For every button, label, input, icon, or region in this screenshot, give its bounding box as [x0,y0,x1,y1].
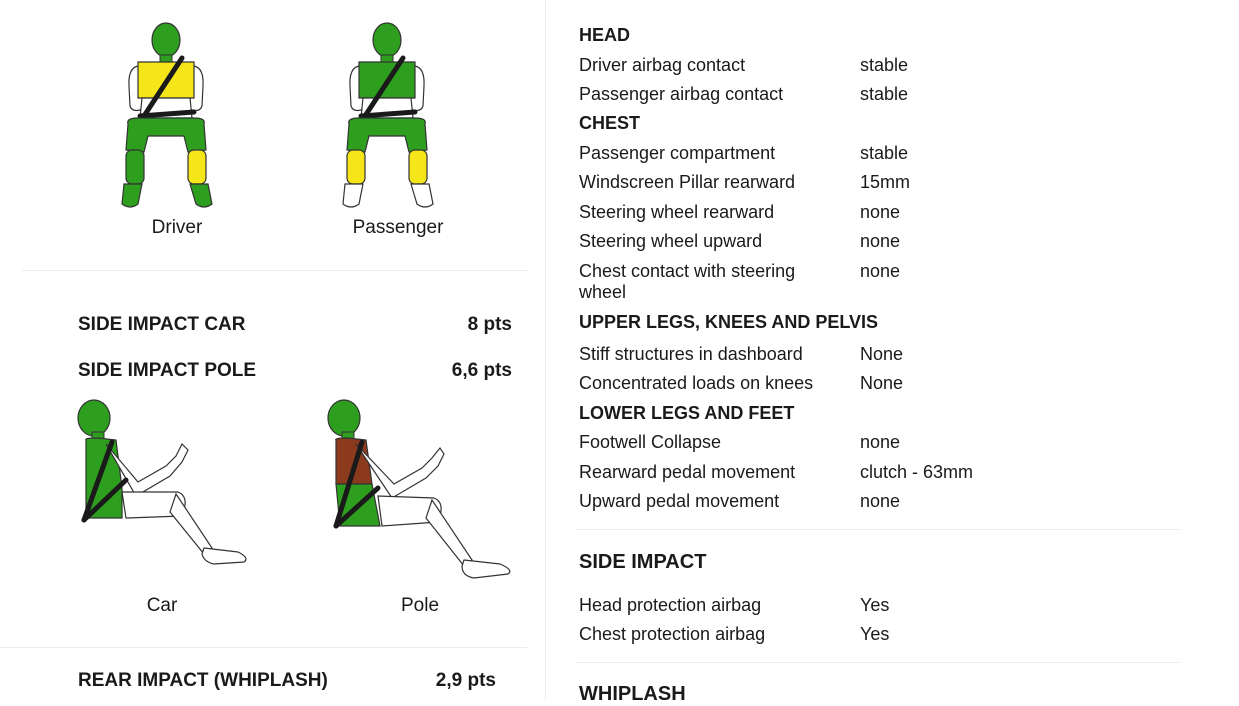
passenger-head [372,22,402,58]
row-label: Rearward pedal movement [579,462,796,482]
pole-caption: Pole [400,595,440,616]
pole-side-dummy-figure [327,399,511,579]
row-value: 15mm [860,172,911,192]
side-impact-car-label: SIDE IMPACT CAR [78,314,246,335]
car-dummy-head [77,399,111,437]
passenger-caption: Passenger [352,217,444,238]
row-value: none [860,202,901,222]
side-impact-pole-points: 6,6 pts [451,360,512,381]
head-section-title: HEAD [579,25,631,45]
rear-impact-row: REAR IMPACT (WHIPLASH) 2,9 pts [78,670,496,692]
row-label: Passenger airbag contact [579,84,784,104]
row-label: Concentrated loads on knees [579,373,814,393]
left-column: Driver Passenger SIDE IMPACT CAR 8 pts S… [0,0,545,700]
row-value: none [860,491,901,511]
left-separator-2 [0,647,527,648]
driver-left-lower-leg [125,149,145,185]
row-label: Windscreen Pillar rearward [579,172,796,192]
column-divider [545,0,546,700]
driver-right-lower-leg [187,149,207,185]
pole-dummy-head [327,399,361,437]
right-separator-2 [576,662,1180,663]
row-value: none [860,231,901,251]
driver-pelvis [125,117,207,153]
row-value: clutch - 63mm [860,462,974,482]
row-label: Passenger compartment [579,143,776,163]
whiplash-section-title: WHIPLASH [579,683,686,705]
row-value: none [860,432,901,452]
row-label: Footwell Collapse [579,432,722,452]
row-label: Steering wheel rearward [579,202,775,222]
row-label: Steering wheel upward [579,231,763,251]
car-side-dummy-figure [77,399,247,565]
passenger-dummy-figure [342,22,434,208]
car-dummy-torso [85,437,123,519]
passenger-pelvis [346,117,428,153]
row-value: none [860,261,901,281]
left-separator-1 [22,270,527,271]
lower-legs-section-title: LOWER LEGS AND FEET [579,403,795,423]
row-label: Chest protection airbag [579,624,766,644]
side-impact-car-row: SIDE IMPACT CAR 8 pts [78,314,512,336]
row-value: stable [860,84,909,104]
row-value: Yes [860,624,890,644]
driver-dummy-figure [121,22,213,208]
row-value: None [860,344,904,364]
side-impact-pole-label: SIDE IMPACT POLE [78,360,257,381]
row-label: Chest contact with steering wheel [579,261,796,302]
rear-impact-label: REAR IMPACT (WHIPLASH) [78,670,328,691]
passenger-right-lower-leg [408,149,428,185]
side-impact-car-points: 8 pts [467,314,512,335]
driver-caption: Driver [151,217,203,238]
right-separator-1 [576,529,1180,530]
chest-section-title: CHEST [579,113,641,133]
driver-head [151,22,181,58]
row-value: stable [860,55,909,75]
right-column: HEAD Driver airbag contact stable Passen… [546,0,1239,705]
car-caption: Car [146,595,178,616]
row-label: Stiff structures in dashboard [579,344,803,364]
row-label: Head protection airbag [579,595,762,615]
side-impact-section-title: SIDE IMPACT [579,551,707,573]
row-value: Yes [860,595,890,615]
row-label: Driver airbag contact [579,55,746,75]
row-label: Upward pedal movement [579,491,780,511]
passenger-left-lower-leg [346,149,366,185]
row-value: None [860,373,904,393]
row-value: stable [860,143,909,163]
rear-impact-points: 2,9 pts [435,670,496,691]
upper-legs-section-title: UPPER LEGS, KNEES AND PELVIS [579,312,879,332]
side-impact-pole-row: SIDE IMPACT POLE 6,6 pts [78,360,512,382]
